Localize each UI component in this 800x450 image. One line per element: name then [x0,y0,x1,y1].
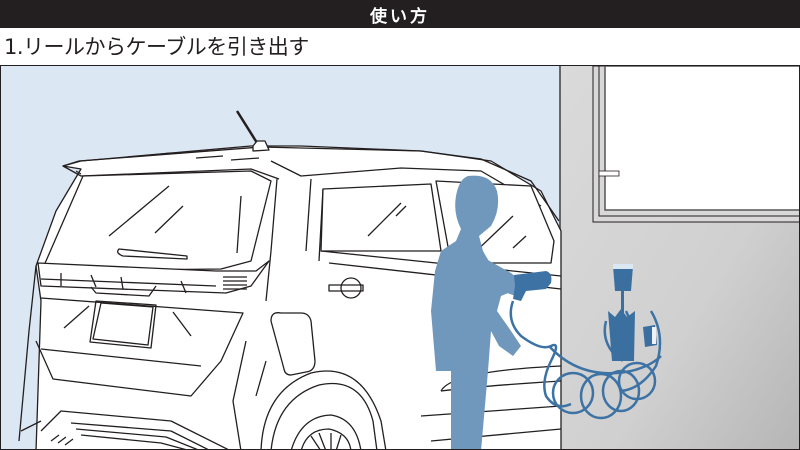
charging-gun-icon [513,271,552,301]
section-header: 使い方 [0,0,800,28]
charging-cable [509,300,662,420]
usage-illustration [0,65,800,450]
illustration-canvas [1,66,799,449]
car-illustration [18,110,562,449]
garage-wall [559,66,799,449]
section-header-title: 使い方 [370,6,430,27]
cable-reel-icon [608,264,657,361]
step-title: 1.リールからケーブルを引き出す [4,35,309,59]
window-latch-icon [598,170,620,177]
